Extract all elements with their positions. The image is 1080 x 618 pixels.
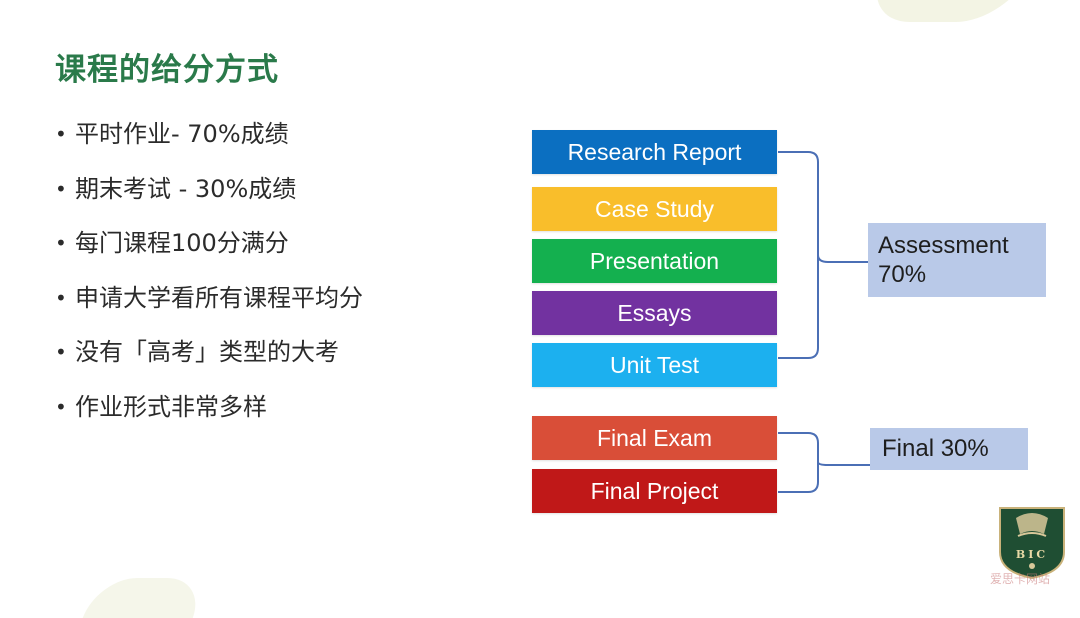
bullet-icon: •	[55, 231, 67, 255]
decorative-shape-top	[857, 0, 1033, 22]
bullet-icon: •	[55, 176, 67, 201]
decorative-shape-bottom	[82, 578, 208, 618]
bullet-item: • 每门课程100分满分	[55, 225, 363, 280]
box-essays: Essays	[532, 291, 777, 335]
bic-logo-icon	[999, 507, 1065, 580]
bullet-item: • 期末考试 - 30%成绩	[55, 171, 363, 226]
box-final-exam: Final Exam	[532, 416, 777, 460]
box-unit-test: Unit Test	[532, 343, 777, 387]
bullet-list: • 平时作业- 70%成绩 • 期末考试 - 30%成绩 • 每门课程100分满分 •…	[55, 116, 363, 443]
assessment-group-box: Assessment 70%	[868, 223, 1046, 297]
assessment-group-label: Assessment	[878, 232, 1009, 259]
box-research-report: Research Report	[532, 130, 777, 174]
assessment-group-percent: 70%	[878, 261, 927, 288]
watermark: 爱思卡网站	[990, 572, 1051, 586]
logo-text: BIC	[1015, 548, 1049, 561]
bullet-text: 申请大学看所有课程平均分	[75, 283, 363, 312]
final-group-box: Final 30%	[870, 428, 1028, 470]
bullet-item: • 作业形式非常多样	[55, 389, 363, 444]
bullet-icon: •	[55, 340, 67, 364]
box-presentation: Presentation	[532, 239, 777, 283]
bullet-icon: •	[55, 122, 67, 146]
connector-final	[778, 432, 870, 493]
bullet-item: • 申请大学看所有课程平均分	[55, 280, 363, 335]
page-title: 课程的给分方式	[55, 52, 279, 88]
box-final-project: Final Project	[532, 469, 777, 513]
bullet-icon: •	[55, 285, 67, 310]
bullet-icon: •	[55, 394, 67, 419]
bullet-text: 作业形式非常多样	[75, 392, 267, 421]
connector-assessment	[778, 151, 868, 359]
bullet-text: 平时作业- 70%成绩	[75, 120, 289, 148]
bullet-text: 每门课程100分满分	[75, 229, 289, 257]
box-case-study: Case Study	[532, 187, 777, 231]
bullet-text: 没有「高考」类型的大考	[75, 338, 339, 366]
bullet-item: • 平时作业- 70%成绩	[55, 116, 363, 171]
bullet-item: • 没有「高考」类型的大考	[55, 334, 363, 389]
bullet-text: 期末考试 - 30%成绩	[75, 174, 297, 203]
